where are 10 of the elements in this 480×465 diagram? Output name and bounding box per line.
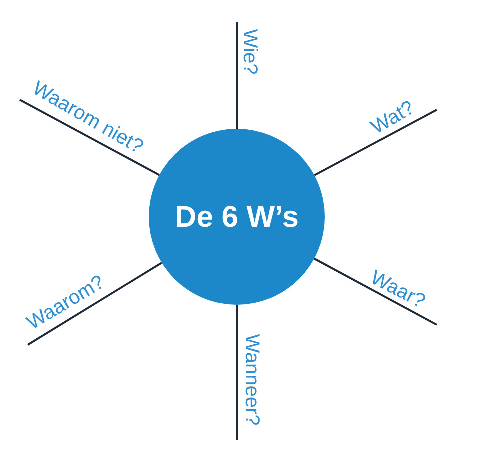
spoke-line: [236, 22, 238, 129]
spoke-line: [314, 109, 438, 176]
spoke-line: [314, 258, 438, 326]
center-title: De 6 W’s: [175, 200, 299, 236]
spoke-label: Wanneer?: [242, 334, 262, 426]
spoke-line: [27, 262, 162, 346]
spoke-line: [20, 99, 160, 176]
spoke-line: [236, 305, 238, 440]
spoke-label: Wie?: [240, 29, 260, 75]
spoke-label: Wat?: [368, 98, 418, 138]
